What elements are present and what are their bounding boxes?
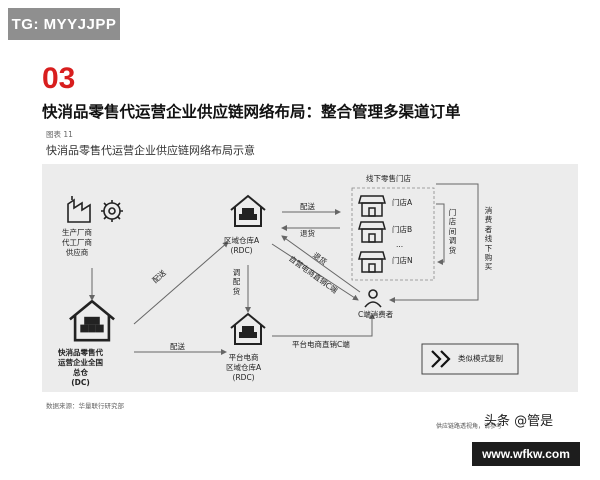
warehouse-icon-dc	[69, 299, 115, 342]
offline-stores-title: 线下零售门店	[366, 174, 411, 183]
consumer-label: C端消费者	[358, 310, 394, 319]
offline-store-box	[351, 187, 435, 281]
factory-icon	[67, 196, 91, 223]
data-source: 数据来源：华量联行研究部	[46, 402, 124, 410]
double-chevron-icon	[431, 350, 451, 368]
warehouse-icon-rdc-top	[230, 194, 266, 227]
producers-label: 生产厂商代工厂商供应商	[62, 228, 92, 258]
deliver-store-label: 配送	[300, 202, 315, 211]
arrow-dc-to-rdc-top	[133, 241, 229, 325]
store-icon-a	[358, 195, 386, 217]
figure-number: 图表 11	[46, 130, 73, 139]
store-icon-b	[358, 221, 386, 243]
page-title: 快消品零售代运营企业供应链网络布局：整合管理多渠道订单	[42, 103, 461, 121]
store-ellipsis: ...	[396, 240, 404, 249]
arrow-consumer-offline	[389, 183, 479, 303]
arrow-platform-to-consumer	[272, 313, 375, 337]
arrow-inter-store	[436, 203, 445, 265]
similar-mode-label: 类似模式复制	[458, 354, 503, 363]
store-n-label: 门店N	[392, 256, 413, 265]
platform-direct-label: 平台电商直销C端	[292, 340, 350, 349]
store-b-label: 门店B	[392, 225, 413, 234]
store-icon-n	[358, 251, 386, 273]
consumer-icon	[364, 289, 382, 308]
redistribute-label: 调配货	[232, 268, 241, 296]
store-a-label: 门店A	[392, 198, 413, 207]
footer-notice: 供应链路透视角，请参考	[436, 423, 503, 430]
site-badge: www.wfkw.com	[472, 442, 580, 466]
similar-mode-box	[421, 343, 519, 375]
rdc-top-label: 区域仓库A(RDC)	[224, 236, 260, 256]
arrow-consumer-return	[281, 235, 361, 293]
consumer-offline-label: 消费者线下购买	[484, 206, 493, 272]
return-store-label: 退货	[300, 229, 315, 238]
arrow-rdc-direct-consumer	[271, 243, 359, 301]
inter-store-label: 门店间调货	[448, 208, 457, 255]
channel-badge: TG: MYYJJPP	[8, 8, 120, 40]
rdc-bottom-label: 平台电商区域仓库A(RDC)	[226, 353, 262, 383]
gear-icon	[101, 200, 123, 222]
warehouse-icon-rdc-bottom	[230, 312, 266, 345]
watermark: 头条 @管是	[484, 414, 554, 429]
deliver-bottom-label: 配送	[170, 342, 185, 351]
section-number: 03	[42, 62, 76, 95]
hq-dc-label: 快消品零售代运营企业全国总仓(DC)	[58, 348, 103, 388]
figure-title: 快消品零售代运营企业供应链网络布局示意	[46, 144, 255, 157]
